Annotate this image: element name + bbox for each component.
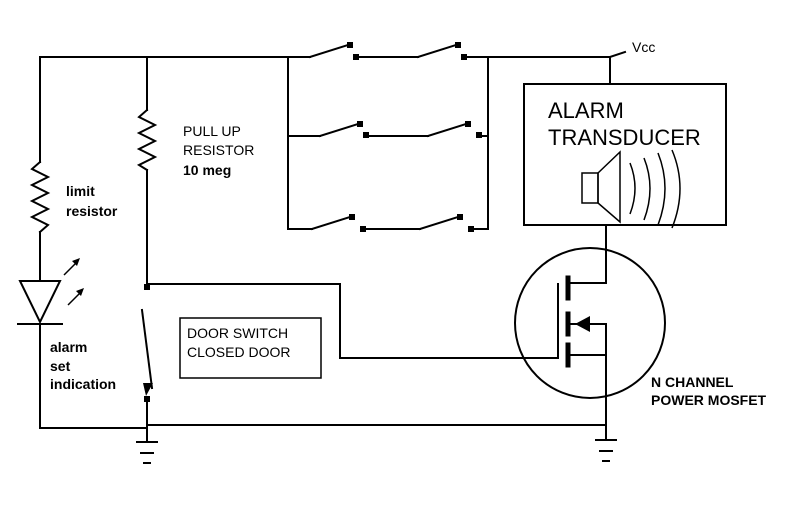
mosfet-label-line1: N CHANNEL bbox=[651, 374, 734, 390]
top-supply-rail bbox=[39, 50, 627, 59]
led-label-line2: set bbox=[50, 358, 71, 374]
switch-row-1 bbox=[287, 42, 489, 60]
door-switch-label-box bbox=[179, 317, 322, 379]
switch-network bbox=[287, 42, 489, 232]
limit-resistor-label-line2: resistor bbox=[66, 203, 118, 219]
mosfet-label-line2: POWER MOSFET bbox=[651, 392, 767, 408]
door-switch-icon bbox=[140, 284, 154, 429]
vcc-label: Vcc bbox=[632, 39, 655, 55]
pullup-value-label: 10 meg bbox=[183, 162, 231, 178]
pullup-resistor-icon bbox=[136, 108, 158, 172]
switch-row-2 bbox=[287, 121, 489, 138]
pullup-label-line2: RESISTOR bbox=[183, 142, 254, 158]
alarm-transducer-label-line2: TRANSDUCER bbox=[548, 125, 701, 150]
pullup-branch bbox=[136, 56, 559, 359]
led-label-line3: indication bbox=[50, 376, 116, 392]
limit-resistor-label-line1: limit bbox=[66, 183, 95, 199]
switch-row-3 bbox=[287, 214, 489, 232]
limit-resistor-icon bbox=[29, 160, 51, 234]
ground-icon bbox=[595, 439, 617, 462]
ground-icon bbox=[136, 441, 158, 464]
led-label-line1: alarm bbox=[50, 339, 87, 355]
mosfet-icon bbox=[514, 247, 666, 441]
door-switch-label-line2: CLOSED DOOR bbox=[187, 344, 290, 360]
led-icon bbox=[17, 258, 84, 325]
ground-rail bbox=[39, 424, 607, 443]
led-branch bbox=[17, 56, 84, 429]
speaker-icon bbox=[581, 149, 681, 229]
pullup-label-line1: PULL UP bbox=[183, 123, 241, 139]
alarm-transducer-box bbox=[523, 83, 727, 226]
alarm-transducer-label-line1: ALARM bbox=[548, 98, 624, 123]
door-switch-label-line1: DOOR SWITCH bbox=[187, 325, 288, 341]
